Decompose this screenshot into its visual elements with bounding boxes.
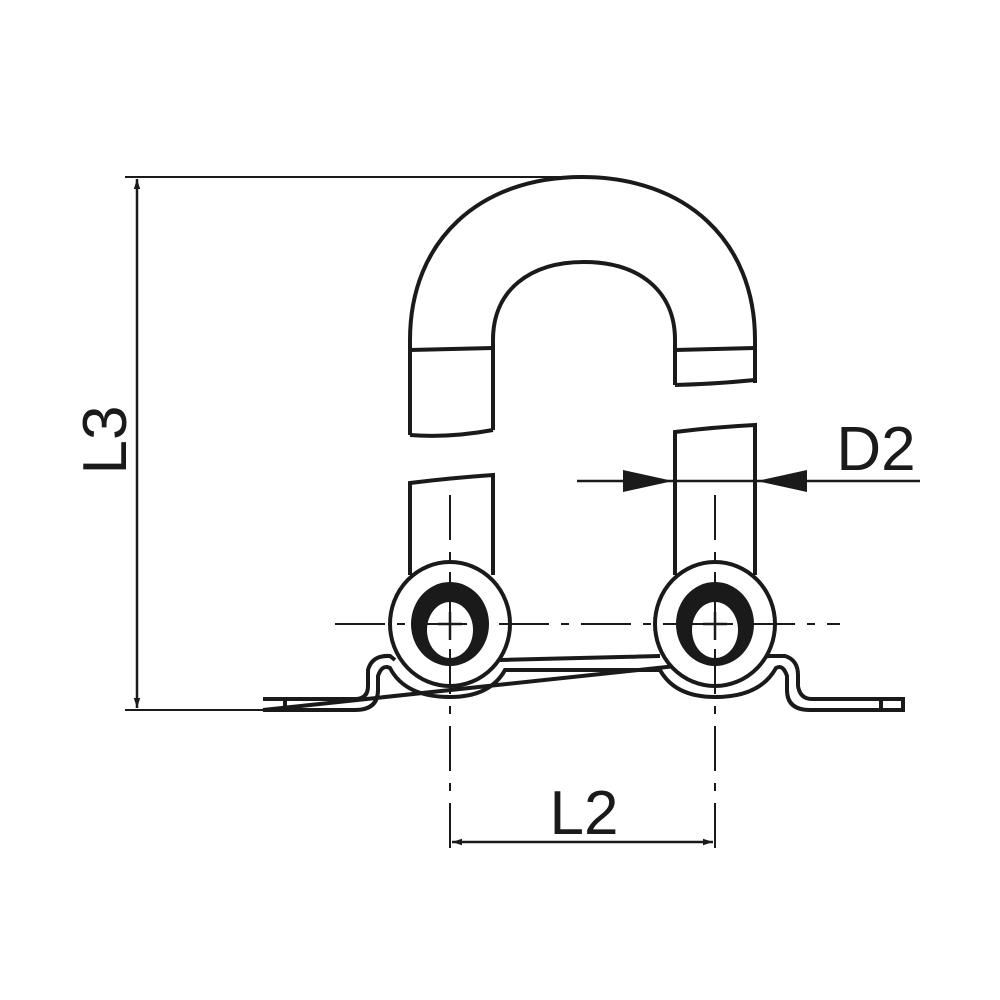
label-d2: D2 — [836, 415, 915, 484]
pipe-bend-inner — [491, 259, 677, 430]
center-crosses — [438, 612, 727, 640]
pipe-lower-right — [673, 422, 757, 575]
break-line-left — [409, 428, 494, 438]
d2-arrow-left — [623, 470, 673, 492]
pipe-band-right — [674, 346, 756, 352]
label-l2: L2 — [550, 779, 619, 848]
pipe-bend — [408, 174, 757, 435]
d2-arrow-right — [757, 470, 807, 492]
label-l3: L3 — [71, 406, 140, 475]
pipe-lower-left — [408, 472, 495, 575]
pipe-band-left — [409, 346, 494, 352]
bracket-slots — [283, 699, 883, 710]
break-line-right — [674, 378, 756, 387]
mounting-bracket — [262, 653, 905, 712]
